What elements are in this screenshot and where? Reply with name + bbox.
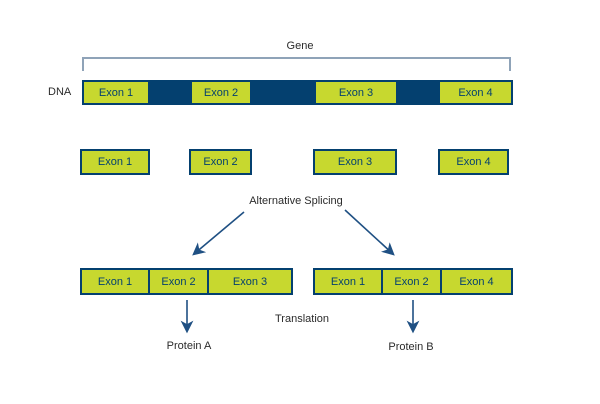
dna-strand: Exon 1 Exon 2 Exon 3 Exon 4	[82, 80, 513, 105]
splice-arrow-left	[192, 211, 245, 256]
free-exon-2: Exon 2	[189, 149, 252, 175]
mrna-b-exon-1: Exon 1	[315, 270, 381, 293]
free-exon-3: Exon 3	[313, 149, 397, 175]
alternative-splicing-label: Alternative Splicing	[249, 195, 343, 207]
gene-label: Gene	[286, 40, 314, 52]
gene-span-bracket	[82, 57, 511, 71]
translation-label: Translation	[274, 313, 330, 325]
free-exon-1: Exon 1	[80, 149, 150, 175]
dna-exon-1: Exon 1	[84, 82, 148, 103]
mrna-a-exon-3: Exon 3	[209, 270, 291, 293]
mrna-variant-b: Exon 1 Exon 2 Exon 4	[313, 268, 513, 295]
protein-b-label: Protein B	[388, 341, 434, 353]
mrna-b-exon-4: Exon 4	[442, 270, 511, 293]
dna-label: DNA	[48, 86, 72, 98]
protein-a-label: Protein A	[166, 340, 212, 352]
free-exon-4: Exon 4	[438, 149, 509, 175]
mrna-a-exon-1: Exon 1	[82, 270, 148, 293]
dna-exon-3: Exon 3	[316, 82, 396, 103]
splice-arrow-right	[344, 209, 395, 256]
dna-exon-2: Exon 2	[192, 82, 250, 103]
mrna-variant-a: Exon 1 Exon 2 Exon 3	[80, 268, 293, 295]
dna-exon-4: Exon 4	[440, 82, 511, 103]
mrna-a-exon-2: Exon 2	[150, 270, 207, 293]
mrna-b-exon-2: Exon 2	[383, 270, 440, 293]
